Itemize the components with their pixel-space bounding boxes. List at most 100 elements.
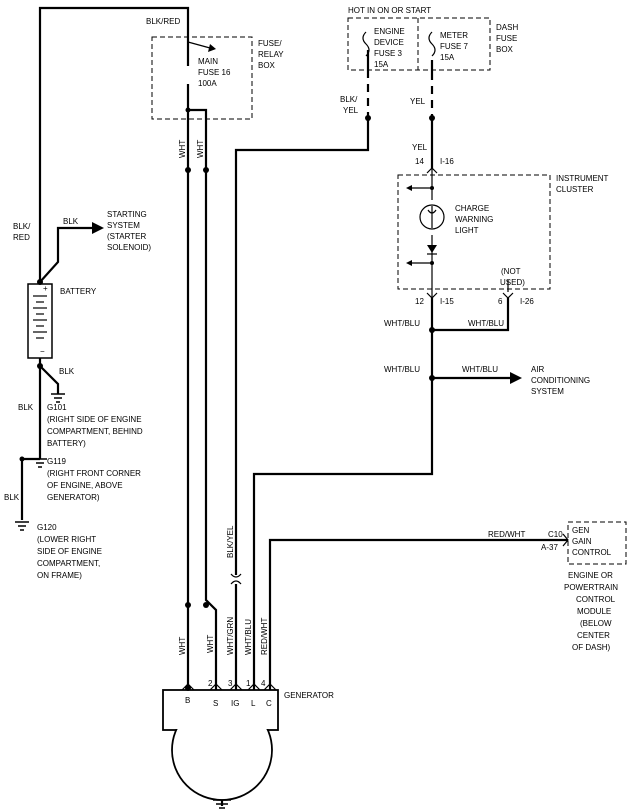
label-battery-minus: − [40,347,45,356]
cluster-node-bottom [430,261,434,265]
battery-cells [33,295,47,339]
label-blk-yel-lower: BLK/YEL [226,525,235,558]
label-wht-s: WHT [206,635,215,653]
relay-arrowhead [208,44,216,52]
label-engine-device-3: FUSE 3 [374,49,403,58]
splice-gen-b [185,602,191,608]
label-dash-fuse-box-3: BOX [496,45,514,54]
label-instrument-cluster-2: CLUSTER [556,185,594,194]
label-wht-blu-4: WHT/BLU [462,365,498,374]
label-wht-blu-1: WHT/BLU [384,319,420,328]
label-ecm-6: CENTER [577,631,610,640]
label-gen-gain-control-3: CONTROL [572,548,612,557]
label-blk-g101: BLK [18,403,34,412]
splice-gen-s [203,602,209,608]
label-gen-gain-control-2: GAIN [572,537,592,546]
splice-g119 [19,456,25,462]
label-gen-term-ig: IG [231,699,239,708]
label-blk-red-left-2: RED [13,233,30,242]
label-g101-3: COMPARTMENT, BEHIND [47,427,143,436]
ground-icon-battery [51,393,65,403]
label-g101-2: (RIGHT SIDE OF ENGINE [47,415,142,424]
label-wht-blu-2: WHT/BLU [468,319,504,328]
label-gen-pin-1: 1 [246,679,251,688]
label-g119-3: OF ENGINE, ABOVE [47,481,123,490]
label-engine-device-4: 15A [374,60,389,69]
meter-fuse-symbol [428,31,436,57]
label-meter-fuse-2: FUSE 7 [440,42,469,51]
label-blk-starting: BLK [63,217,79,226]
starting-arrow [92,222,104,234]
label-g119-2: (RIGHT FRONT CORNER [47,469,141,478]
label-a37: A-37 [541,543,558,552]
label-gen-term-s: S [213,699,218,708]
engine-device-fuse-symbol [362,31,370,57]
label-gen-term-b: B [185,696,190,705]
label-wht-2: WHT [196,140,205,158]
label-charge-warning-2: WARNING [455,215,493,224]
splice-wht-blu-1 [429,327,435,333]
label-pin-12: 12 [415,297,424,306]
label-gen-pin-4: 4 [261,679,266,688]
gen-terminal-b [185,685,191,691]
label-conn-i26: I-26 [520,297,534,306]
wire-wht-right [188,108,218,690]
label-g120-5: ON FRAME) [37,571,82,580]
label-ecm-3: CONTROL [576,595,616,604]
charge-warning-bulb [419,204,445,230]
splice-wht-left [185,167,191,173]
label-yel-2: YEL [412,143,428,152]
cluster-arrow-bottom [406,260,412,266]
bulb-filament [427,206,437,228]
label-gen-term-c: C [266,699,272,708]
label-pin-6: 6 [498,297,503,306]
label-starting-system-3: (STARTER [107,232,146,241]
wire-blk-g119-g120 [20,457,40,520]
label-g120-2: (LOWER RIGHT [37,535,96,544]
label-ecm-2: POWERTRAIN [564,583,618,592]
label-air-conditioning-3: SYSTEM [531,387,564,396]
label-fuse-relay-box-3: BOX [258,61,276,70]
label-generator: GENERATOR [284,691,334,700]
ground-icon-generator [213,799,231,809]
label-engine-device-1: ENGINE [374,27,405,36]
generator-terminals [181,683,277,691]
label-wht-1: WHT [178,140,187,158]
splice-fuse-out [185,107,191,113]
inline-connector-blk-yel [230,573,242,585]
label-gen-pin-3: 3 [228,679,233,688]
cluster-diode [427,245,437,253]
label-ecm-1: ENGINE OR [568,571,613,580]
splice-blk-yel [365,115,371,121]
label-dash-fuse-box-1: DASH [496,23,518,32]
label-hot-in-on-or-start: HOT IN ON OR START [348,6,431,15]
generator-block-fill [164,691,277,729]
instrument-cluster-box [397,174,551,290]
label-starting-system-1: STARTING [107,210,147,219]
label-gen-term-l: L [251,699,256,708]
chevron-i16 [426,167,438,174]
label-blk-g120: BLK [4,493,20,502]
label-meter-fuse-1: METER [440,31,468,40]
label-ecm-7: OF DASH) [572,643,611,652]
label-dash-fuse-box-2: FUSE [496,34,517,43]
label-main-fuse-1: MAIN [198,57,218,66]
label-main-fuse-2: FUSE 16 [198,68,231,77]
label-battery: BATTERY [60,287,97,296]
label-gen-pin-2: 2 [208,679,213,688]
label-gen-gain-control-1: GEN [572,526,590,535]
ground-icon-g101 [33,458,47,468]
label-starting-system-2: SYSTEM [107,221,140,230]
label-charge-warning-3: LIGHT [455,226,479,235]
label-wht-blu-3: WHT/BLU [384,365,420,374]
label-fuse-relay-box-1: FUSE/ [258,39,282,48]
label-blk-yel-upper-1: BLK/ [340,95,358,104]
label-g120-4: COMPARTMENT, [37,559,100,568]
fuse-relay-box [151,36,253,120]
cluster-arrow-top [406,185,412,191]
label-main-fuse-3: 100A [198,79,217,88]
chevron-i26 [502,292,514,299]
label-g101-1: G101 [47,403,67,412]
ecm-connector-mark [562,533,569,547]
